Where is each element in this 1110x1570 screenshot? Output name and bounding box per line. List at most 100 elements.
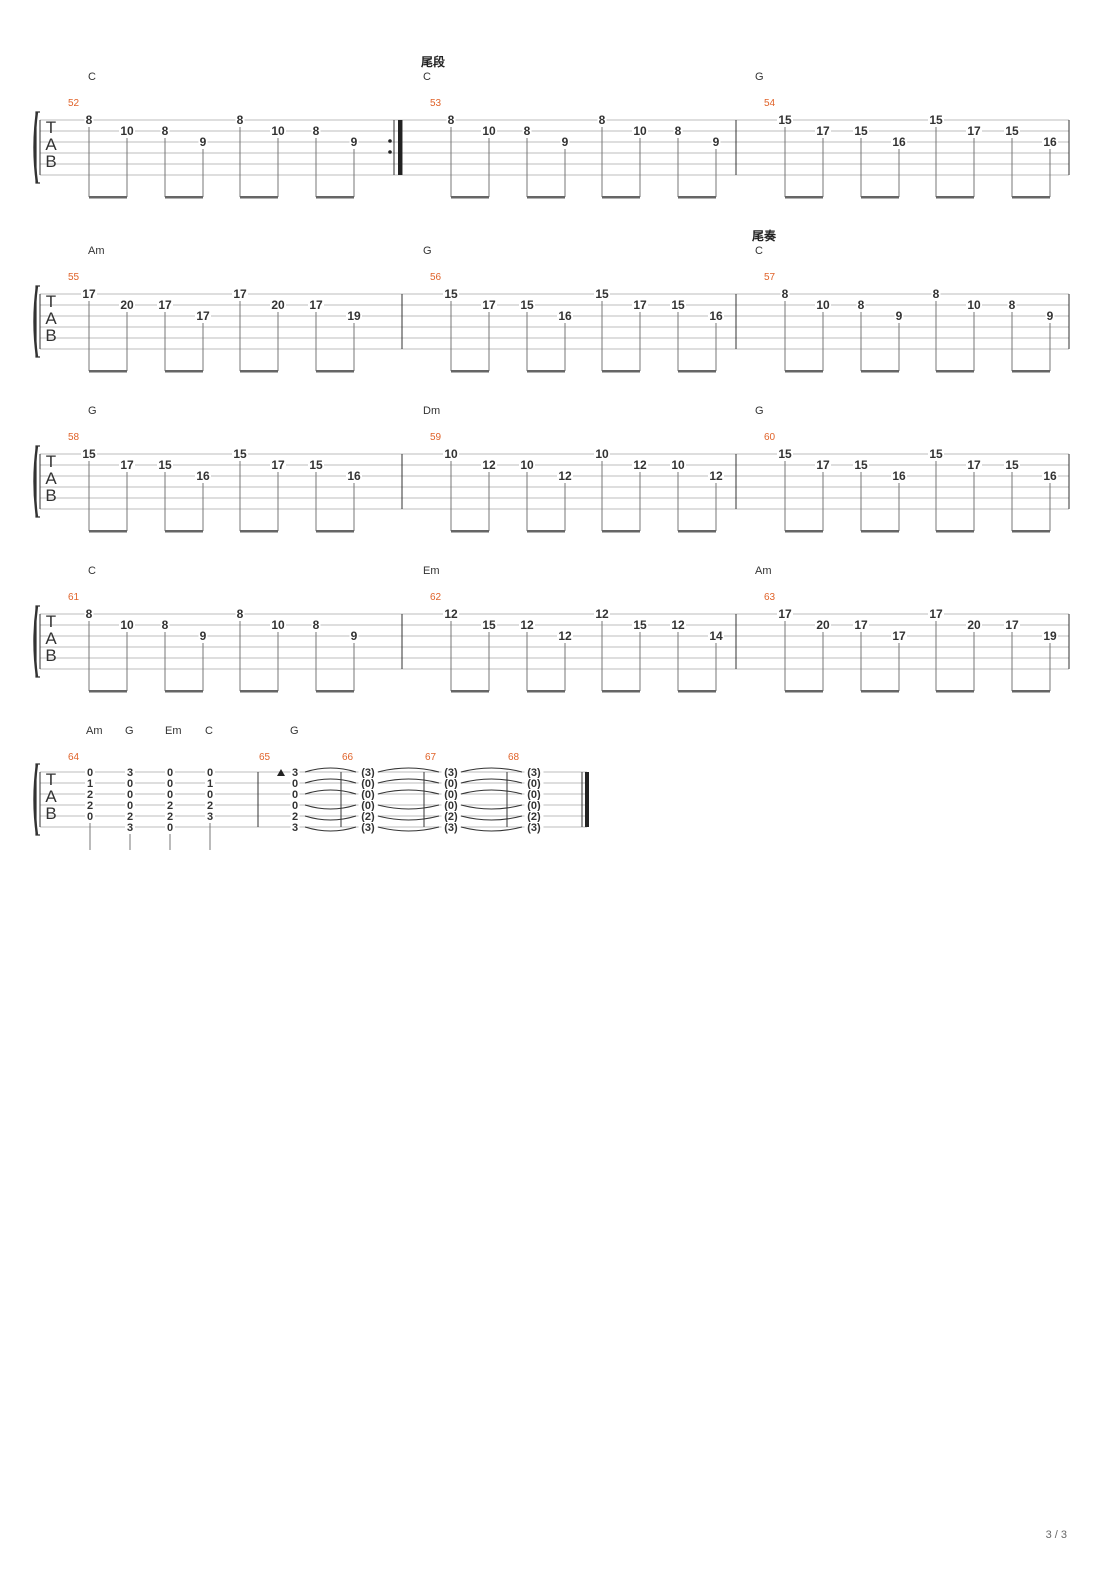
page-number: 3 / 3 bbox=[1046, 1529, 1067, 1541]
fret-background bbox=[815, 299, 831, 310]
fret-number: 17 bbox=[158, 298, 172, 312]
system-brace-curve bbox=[33, 111, 39, 184]
measure-number: 58 bbox=[68, 432, 80, 443]
beam bbox=[1012, 370, 1050, 373]
fret-background bbox=[85, 800, 95, 810]
tab-clef-letter: B bbox=[45, 326, 56, 345]
fret-background bbox=[165, 767, 175, 777]
fret-number: (0) bbox=[444, 800, 458, 812]
fret-number: 17 bbox=[816, 124, 830, 138]
fret-background bbox=[270, 459, 286, 470]
beam bbox=[527, 196, 565, 199]
beam bbox=[1012, 530, 1050, 533]
fret-number: 16 bbox=[892, 135, 906, 149]
beam bbox=[861, 196, 899, 199]
fret-number: 8 bbox=[448, 113, 455, 127]
fret-background bbox=[270, 619, 286, 630]
fret-background bbox=[594, 608, 610, 619]
fret-background bbox=[205, 811, 215, 821]
chord-name: Am bbox=[86, 725, 103, 737]
tab-clef-letter: T bbox=[46, 452, 56, 471]
system-brace-curve bbox=[33, 763, 39, 836]
system-brace-curve bbox=[33, 285, 39, 358]
fret-number: 2 bbox=[207, 800, 213, 812]
fret-number: 10 bbox=[120, 618, 134, 632]
beam bbox=[89, 370, 127, 373]
fret-number: 9 bbox=[200, 135, 207, 149]
fret-background bbox=[205, 767, 215, 777]
tie-arc bbox=[304, 826, 357, 832]
measure-number: 57 bbox=[764, 272, 776, 283]
tie-arc bbox=[377, 815, 440, 821]
fret-number: (0) bbox=[444, 778, 458, 790]
beam bbox=[602, 370, 640, 373]
fret-number: 19 bbox=[1043, 629, 1057, 643]
tab-clef-letter: T bbox=[46, 118, 56, 137]
fret-number: 8 bbox=[86, 113, 93, 127]
fret-number: 0 bbox=[167, 822, 173, 834]
tie-arc bbox=[460, 815, 523, 821]
measure-number: 67 bbox=[425, 752, 437, 763]
beam bbox=[785, 530, 823, 533]
tab-clef-letter: T bbox=[46, 612, 56, 631]
beam bbox=[240, 530, 278, 533]
measure-number: 56 bbox=[430, 272, 442, 283]
fret-background bbox=[160, 619, 170, 630]
fret-number: 10 bbox=[120, 124, 134, 138]
fret-number: 12 bbox=[482, 458, 496, 472]
fret-background bbox=[358, 811, 378, 821]
fret-background bbox=[205, 778, 215, 788]
fret-number: (0) bbox=[361, 789, 375, 801]
beam bbox=[527, 690, 565, 693]
fret-number: 17 bbox=[929, 607, 943, 621]
measure-number: 65 bbox=[259, 752, 271, 763]
fret-number: 12 bbox=[444, 607, 458, 621]
fret-number: 16 bbox=[709, 309, 723, 323]
fret-background bbox=[346, 470, 362, 481]
fret-background bbox=[119, 299, 135, 310]
fret-background bbox=[815, 459, 831, 470]
fret-number: 15 bbox=[82, 447, 96, 461]
fret-number: 0 bbox=[87, 767, 93, 779]
fret-number: 17 bbox=[309, 298, 323, 312]
system-brace bbox=[35, 605, 40, 678]
fret-background bbox=[928, 114, 944, 125]
fret-background bbox=[670, 619, 686, 630]
fret-number: 10 bbox=[816, 298, 830, 312]
repeat-bar-thick bbox=[398, 120, 402, 175]
beam bbox=[936, 530, 974, 533]
fret-background bbox=[557, 310, 573, 321]
fret-background bbox=[1042, 630, 1058, 641]
fret-background bbox=[853, 619, 869, 630]
fret-background bbox=[597, 114, 607, 125]
fret-number: 9 bbox=[351, 629, 358, 643]
fret-background bbox=[519, 299, 535, 310]
fret-number: (3) bbox=[361, 822, 375, 834]
fret-number: 15 bbox=[233, 447, 247, 461]
beam bbox=[240, 196, 278, 199]
tie-arc bbox=[460, 789, 523, 795]
fret-number: (2) bbox=[527, 811, 541, 823]
beam bbox=[316, 196, 354, 199]
fret-number: 3 bbox=[207, 811, 213, 823]
fret-background bbox=[632, 125, 648, 136]
fret-number: 1 bbox=[207, 778, 213, 790]
fret-background bbox=[853, 125, 869, 136]
measure-number: 60 bbox=[764, 432, 776, 443]
fret-number: 2 bbox=[87, 800, 93, 812]
fret-background bbox=[160, 125, 170, 136]
fret-number: 17 bbox=[967, 124, 981, 138]
tie-arc bbox=[304, 804, 357, 810]
beam bbox=[861, 530, 899, 533]
fret-background bbox=[165, 811, 175, 821]
fret-background bbox=[232, 288, 248, 299]
fret-number: 0 bbox=[292, 800, 298, 812]
beam bbox=[451, 690, 489, 693]
beam bbox=[165, 370, 203, 373]
fret-background bbox=[777, 448, 793, 459]
fret-background bbox=[891, 136, 907, 147]
fret-number: 15 bbox=[309, 458, 323, 472]
fret-background bbox=[632, 299, 648, 310]
fret-number: 10 bbox=[444, 447, 458, 461]
